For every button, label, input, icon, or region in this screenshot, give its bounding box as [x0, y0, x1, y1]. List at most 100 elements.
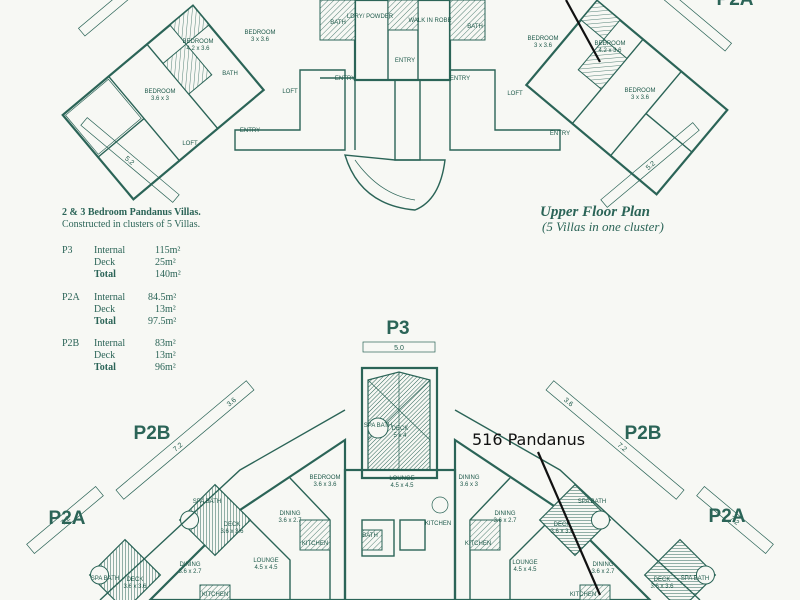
legend-row-value: 13m² — [155, 304, 176, 315]
upper-room-label: BEDROOM — [624, 88, 655, 94]
upper-villa-label-partial: P2A — [717, 0, 754, 10]
room-label: SPA BATH — [91, 576, 119, 582]
room-label: DINING — [495, 511, 516, 517]
legend-row-value: 115m² — [155, 245, 180, 256]
room-label: LOUNGE — [253, 558, 278, 564]
room-size: 5 x 4 — [393, 433, 407, 439]
annotations: 516 Pandanus — [472, 0, 602, 596]
legend-row-label: Deck — [94, 257, 115, 268]
legend-row-label: Total — [94, 362, 116, 373]
upper-room-labels: BEDROOM 4.2 x 3.6 BEDROOM 3 x 3.6 BEDROO… — [144, 14, 655, 147]
upper-room-label: ENTRY — [450, 76, 470, 82]
legend-code-p3: P3 — [62, 245, 73, 256]
p2a-right-deck — [643, 538, 717, 600]
room-size: 3.6 x 3.6 — [123, 584, 147, 590]
legend-row-label: Deck — [94, 350, 115, 361]
upper-center — [319, 0, 486, 211]
upper-room-label: WALK IN ROBE — [408, 18, 451, 24]
legend-row-label: Internal — [94, 292, 125, 303]
legend-row-label: Internal — [94, 338, 125, 349]
upper-right-wing — [524, 0, 729, 196]
upper-left-dimension: 5.2 — [80, 117, 180, 203]
lower-left-outer-dim: 3.6 — [226, 397, 238, 409]
room-label: LOUNGE — [389, 476, 414, 482]
upper-room-label: LDRY/ POWDER — [347, 14, 394, 20]
upper-room-size: 3 x 3.6 — [631, 95, 650, 101]
upper-floor-subtitle: (5 Villas in one cluster) — [542, 219, 664, 234]
p2a-left-deck — [88, 538, 162, 600]
room-size: 4.5 x 4.5 — [390, 483, 414, 489]
room-size: 3.6 x 2.7 — [591, 569, 615, 575]
upper-room-label: LOFT — [507, 91, 523, 97]
villa-label-p3: P3 — [386, 318, 409, 339]
room-label: KITCHEN — [202, 592, 228, 598]
villa-label-p2a-right: P2A — [709, 506, 746, 527]
room-label: DECK — [392, 426, 409, 432]
room-label: DECK — [554, 522, 571, 528]
upper-floor-plan: 5.2 — [61, 0, 754, 234]
upper-floor-title: Upper Floor Plan — [540, 204, 650, 220]
upper-right-dim-label: 5.2 — [645, 160, 657, 172]
lower-callout-arrow — [536, 451, 602, 596]
legend-row-value: 13m² — [155, 350, 176, 361]
upper-room-label: LOFT — [282, 89, 298, 95]
room-label: KITCHEN — [465, 541, 491, 547]
lower-left-low-dim: 7.2 — [60, 515, 72, 527]
p3-villa — [360, 366, 439, 480]
legend-row-value: 25m² — [155, 257, 176, 268]
p2b-left-deck — [178, 483, 252, 557]
room-label: SPA BATH — [364, 423, 392, 429]
lower-right-mid-dim: 7.2 — [616, 442, 628, 454]
room-label: DINING — [180, 562, 201, 568]
legend-row-label: Total — [94, 316, 116, 327]
room-label: BEDROOM — [309, 475, 340, 481]
upper-room-label: BATH — [222, 71, 238, 77]
upper-room-size: 3 x 3.6 — [251, 37, 270, 43]
room-size: 3.6 x 3.6 — [550, 529, 574, 535]
lower-left-dimensions: 3.6 7.2 7.2 — [26, 380, 255, 555]
room-size: 3.6 x 3.6 — [313, 482, 337, 488]
room-label: KITCHEN — [570, 592, 596, 598]
room-size: 4.5 x 4.5 — [254, 565, 278, 571]
room-size: 3.6 x 3 — [460, 482, 479, 488]
upper-right-dimension: 5.2 — [600, 122, 700, 208]
upper-room-label: ENTRY — [395, 58, 415, 64]
upper-callout-arrow — [565, 0, 601, 63]
room-label: SPA BATH — [578, 499, 606, 505]
villa-label-p2b-right: P2B — [625, 423, 662, 444]
legend-row-value: 96m² — [155, 362, 176, 373]
p3-width-dim: 5.0 — [394, 345, 404, 352]
legend-subtitle: Constructed in clusters of 5 Villas. — [62, 219, 200, 230]
room-size: 3.6 x 3.6 — [650, 584, 674, 590]
area-legend: 2 & 3 Bedroom Pandanus Villas. Construct… — [62, 207, 201, 373]
room-size: 3.6 x 2.7 — [278, 518, 302, 524]
room-label: SPA BATH — [681, 576, 709, 582]
legend-row-label: Total — [94, 269, 116, 280]
room-label: BATH — [362, 533, 378, 539]
upper-left-dim-label: 5.2 — [123, 155, 135, 167]
legend-row-value: 140m² — [155, 269, 181, 280]
room-label: KITCHEN — [302, 541, 328, 547]
p2b-right-deck — [538, 483, 612, 557]
legend-title: 2 & 3 Bedroom Pandanus Villas. — [62, 207, 201, 218]
upper-room-label: BATH — [467, 24, 483, 30]
lower-room-labels: SPA BATH DECK 5 x 4 LOUNGE 4.5 x 4.5 BED… — [91, 423, 709, 598]
villa-label-p2a-left: P2A — [49, 508, 86, 529]
unit-callout-label: 516 Pandanus — [472, 430, 585, 449]
upper-room-label: ENTRY — [240, 128, 260, 134]
upper-room-label: BEDROOM — [144, 89, 175, 95]
legend-row-label: Deck — [94, 304, 115, 315]
room-size: 4.5 x 4.5 — [513, 567, 537, 573]
legend-row-value: 84.5m² — [148, 292, 176, 303]
legend-code-p2a: P2A — [62, 292, 81, 303]
upper-left-wing — [61, 4, 266, 201]
room-label: DECK — [127, 577, 144, 583]
legend-row-label: Internal — [94, 245, 125, 256]
lower-right-wing — [453, 437, 652, 600]
upper-room-size: 3 x 3.6 — [534, 43, 553, 49]
room-label: DINING — [280, 511, 301, 517]
upper-room-size: 4.2 x 3.6 — [598, 48, 622, 54]
room-label: DINING — [593, 562, 614, 568]
lower-left-wing — [148, 437, 347, 600]
